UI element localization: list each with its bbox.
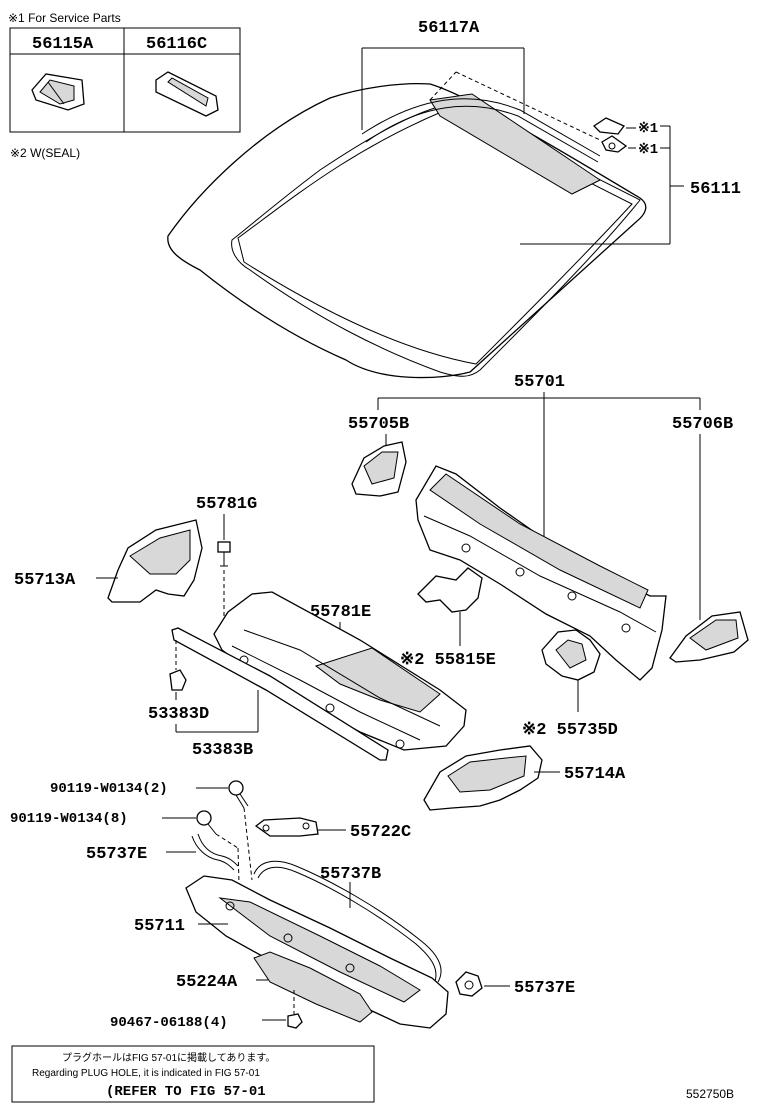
service-part-56116C-code: 56116C	[146, 35, 207, 54]
label-56117A: 56117A	[418, 19, 480, 38]
cowl-panel-55711-drawing	[185, 875, 449, 1029]
label-55701: 55701	[514, 373, 565, 392]
label-55705B: 55705B	[348, 415, 409, 434]
seal-55815E-drawing	[417, 567, 483, 613]
clip-56115A-drawing	[31, 73, 85, 111]
bolt-90119-b-drawing	[196, 810, 217, 835]
bolt-90119-a-drawing	[228, 780, 249, 809]
mark-service-1b: ※1	[638, 142, 658, 158]
label-55722C: 55722C	[350, 823, 411, 842]
refer-to-fig: (REFER TO FIG 57-01	[106, 1084, 266, 1100]
label-53383D: 53383D	[148, 705, 209, 724]
moulding-56116C-drawing	[155, 71, 219, 117]
label-55713A: 55713A	[14, 571, 76, 590]
hose-55737E-left-drawing	[191, 833, 239, 871]
seal-55224A-drawing	[253, 951, 373, 1023]
bracket-55706B-drawing	[669, 611, 749, 663]
label-55737B: 55737B	[320, 865, 381, 884]
plug-hole-note-box	[11, 1045, 375, 1103]
label-90119-b: 90119-W0134(8)	[10, 811, 128, 827]
service-parts-note: ※1 For Service Parts	[8, 11, 121, 25]
label-55735D: ※2 55735D	[522, 721, 618, 740]
service-part-56115A-code: 56115A	[32, 35, 94, 54]
label-55815E: ※2 55815E	[400, 651, 496, 670]
moulding-56117A-drawing	[361, 98, 601, 163]
plug-hole-note-en: Regarding PLUG HOLE, it is indicated in …	[32, 1068, 260, 1079]
label-56111: 56111	[690, 180, 741, 199]
nut-90467-drawing	[287, 1013, 303, 1029]
clip-55781G-drawing	[217, 541, 231, 567]
label-55706B: 55706B	[672, 415, 733, 434]
bracket-55722C-drawing	[254, 817, 319, 837]
seal-note: ※2 W(SEAL)	[10, 146, 80, 160]
label-55711: 55711	[134, 917, 185, 936]
label-55224A: 55224A	[176, 973, 238, 992]
plug-hole-note-jp: プラグホールはFIG 57-01に掲載してあります。	[62, 1051, 275, 1064]
grommet-55737E-right-drawing	[455, 971, 483, 997]
mark-service-1a: ※1	[638, 121, 658, 137]
seal-55735D-drawing	[541, 629, 601, 681]
windshield-glass	[167, 71, 647, 379]
side-panel-55713A-drawing	[107, 519, 203, 603]
label-90119-a: 90119-W0134(2)	[50, 781, 168, 797]
bracket-55705B-drawing	[351, 441, 407, 497]
label-55737E-right: 55737E	[514, 979, 575, 998]
figure-id: 552750B	[686, 1087, 734, 1101]
side-panel-55714A-drawing	[423, 745, 543, 811]
hose-55737B-drawing	[253, 860, 442, 985]
label-55737E-left: 55737E	[86, 845, 147, 864]
cowl-panel-55701-drawing	[415, 465, 667, 681]
clip-53383D-drawing	[169, 669, 187, 691]
label-55714A: 55714A	[564, 765, 626, 784]
label-55781G: 55781G	[196, 495, 257, 514]
weatherstrip-53383B-drawing	[171, 627, 389, 761]
clip-upper-drawing	[592, 117, 626, 135]
clip-lower-drawing	[601, 135, 628, 153]
label-53383B: 53383B	[192, 741, 253, 760]
service-parts-box	[9, 27, 241, 133]
label-90467: 90467-06188(4)	[110, 1015, 228, 1031]
label-55781E: 55781E	[310, 603, 371, 622]
